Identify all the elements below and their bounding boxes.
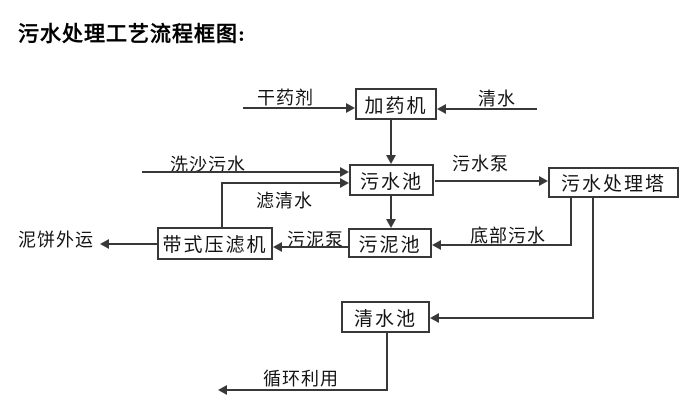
line-clean-water [446,108,537,110]
edge-label-filtered-water: 滤清水 [256,191,313,211]
line-recycle-horizontal [227,389,388,391]
edge-label-sludge-pump: 污泥泵 [287,230,344,250]
arrowhead-filtered-water [340,178,349,188]
line-sand-washing-sewage [142,171,341,173]
line-filtered-water-horizontal [221,182,341,184]
arrowhead-dosing-to-sewage [386,155,396,164]
edge-label-mud-cake-out: 泥饼外运 [18,230,94,250]
edge-label-dry-agent: 干药剂 [257,88,314,108]
arrowhead-sand-washing-sewage [340,167,349,177]
arrowhead-sludge-pump [273,242,282,252]
arrowhead-sewage-pump [539,176,548,186]
edge-label-bottom-sewage: 底部污水 [470,226,546,246]
line-dosing-to-sewage [390,120,392,156]
line-filtered-water-vertical [221,182,223,227]
node-dosing-machine: 加药机 [355,88,437,120]
arrowhead-dry-agent [346,103,355,113]
arrowhead-clean-water [437,104,446,114]
node-sewage-pool: 污水池 [349,164,434,196]
line-sewage-to-sludge [390,196,392,220]
line-dry-agent [243,107,346,109]
arrowhead-mud-cake-out [100,239,109,249]
node-treatment-tower: 污水处理塔 [548,167,679,198]
line-sludge-pump [282,246,348,248]
line-tower-to-clean-horizontal [439,317,594,319]
edge-label-recycle: 循环利用 [263,369,339,389]
diagram-title: 污水处理工艺流程框图: [18,22,246,46]
arrowhead-bottom-sewage [432,240,441,250]
line-recycle-vertical [386,333,388,390]
node-sludge-pool: 污泥池 [348,228,432,258]
node-belt-filter-press: 带式压滤机 [157,227,273,260]
line-sewage-pump [435,180,539,182]
arrowhead-recycle [218,385,227,395]
node-clean-water-pool: 清水池 [341,301,430,333]
arrowhead-tower-to-clean [430,313,439,323]
line-bottom-sewage-vertical [570,198,572,246]
line-mud-cake-out [109,243,157,245]
edge-label-clean-water: 清水 [478,89,516,109]
edge-label-sewage-pump: 污水泵 [452,154,509,174]
arrowhead-sewage-to-sludge [386,219,396,228]
line-bottom-sewage-horizontal [441,244,572,246]
line-tower-to-clean-vertical [592,198,594,319]
edge-label-sand-washing-sewage: 洗沙污水 [170,155,246,175]
